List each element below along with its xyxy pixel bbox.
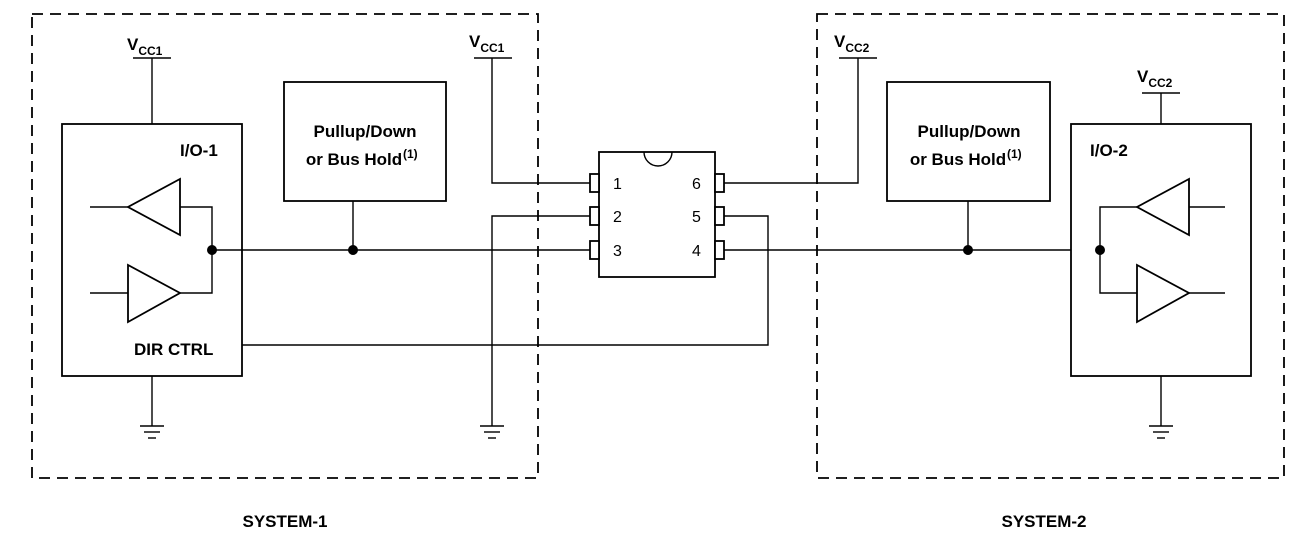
pin-5-label: 5: [692, 209, 701, 226]
pin-6-label: 6: [692, 176, 701, 193]
svg-text:VCC1: VCC1: [469, 32, 505, 55]
vcc2-io2-supply: VCC2: [1137, 67, 1180, 124]
pullup-2-junction: [963, 245, 973, 255]
pullup-1-line2: or Bus Hold: [306, 150, 402, 169]
io1-output-buffer: [90, 250, 213, 324]
ground-io1: [140, 376, 164, 439]
pullup-block-1: [283, 81, 447, 202]
pullup-1-line1: Pullup/Down: [314, 122, 417, 141]
system-2-boundary: [816, 13, 1285, 479]
pullup-2-line1: Pullup/Down: [918, 122, 1021, 141]
pullup-block-2: [886, 81, 1051, 202]
ground-io2: [1149, 376, 1173, 439]
chip-package: [589, 151, 725, 278]
pin-2-label: 2: [613, 209, 622, 226]
dir-ctrl-label: DIR CTRL: [134, 340, 213, 359]
io2-output-buffer: [1099, 250, 1225, 324]
pullup-2-line2: or Bus Hold: [910, 150, 1006, 169]
svg-text:VCC1: VCC1: [127, 35, 163, 58]
io2-junction: [1095, 245, 1105, 255]
pin-4-label: 4: [692, 243, 701, 260]
pin-1-label: 1: [613, 176, 622, 193]
pullup-1-note: (1): [403, 147, 418, 161]
io2-input-buffer: [1099, 177, 1225, 250]
vcc1-chip-supply: VCC1: [469, 32, 592, 184]
system-2-label: SYSTEM-2: [1001, 512, 1086, 531]
io1-label: I/O-1: [180, 141, 218, 160]
system-1-label: SYSTEM-1: [242, 512, 327, 531]
dir-ctrl-line: [242, 215, 769, 346]
system-1-boundary: [31, 13, 539, 479]
io2-label: I/O-2: [1090, 141, 1128, 160]
pullup-2-note: (1): [1007, 147, 1022, 161]
io1-input-buffer: [90, 177, 213, 250]
vcc2-chip-supply: VCC2: [724, 32, 877, 184]
ground-pin2: [480, 215, 592, 439]
vcc1-io1-supply: VCC1: [127, 35, 171, 124]
svg-text:VCC2: VCC2: [1137, 67, 1173, 90]
pin-3-label: 3: [613, 243, 622, 260]
svg-text:VCC2: VCC2: [834, 32, 870, 55]
